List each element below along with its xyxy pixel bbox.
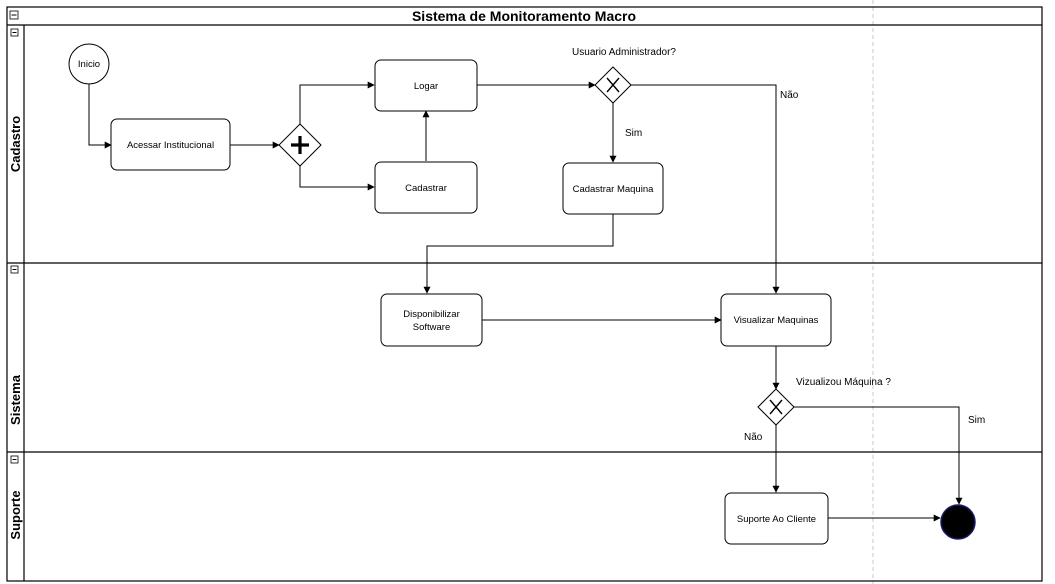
lane-label-suporte: Suporte — [8, 490, 23, 539]
task-suporte-cliente[interactable]: Suporte Ao Cliente — [724, 492, 829, 545]
lane-sistema-collapse-icon[interactable] — [10, 265, 19, 274]
plus-icon — [291, 136, 309, 154]
edge-label-admin-sim: Sim — [625, 128, 642, 139]
lane-label-sistema: Sistema — [8, 374, 23, 425]
edge-inicio-acessar[interactable] — [88, 84, 112, 149]
task-cadastrar-maquina[interactable]: Cadastrar Maquina — [562, 162, 664, 215]
gateway-vizualizou-question: Vizualizou Máquina ? — [796, 377, 891, 388]
task-cadastrar[interactable]: Cadastrar — [374, 161, 478, 214]
edge-label-viz-sim: Sim — [968, 415, 985, 426]
lane-suporte-collapse-icon[interactable] — [10, 455, 19, 464]
task-logar[interactable]: Logar — [374, 59, 478, 112]
task-cadastrar-label: Cadastrar — [405, 183, 447, 194]
task-visualizar-maquinas[interactable]: Visualizar Maquinas — [720, 293, 832, 347]
exclusive-gateway-admin[interactable] — [594, 66, 632, 104]
task-disponibilizar-software[interactable]: Disponibilizar Software — [380, 293, 483, 347]
gateway-admin-question: Usuario Administrador? — [572, 47, 676, 58]
start-event[interactable]: Inicio — [68, 43, 110, 85]
edge-gateway-cadastrar[interactable] — [299, 166, 375, 191]
x-icon — [769, 399, 783, 415]
task-visualizar-label: Visualizar Maquinas — [734, 315, 819, 326]
lane-label-cadastro: Cadastro — [8, 116, 23, 172]
edge-viz-sim[interactable] — [794, 406, 963, 505]
parallel-gateway[interactable] — [278, 123, 322, 167]
task-disponibilizar-label-2: Software — [413, 322, 451, 333]
edge-admin-nao[interactable] — [631, 84, 780, 294]
pool-title: Sistema de Monitoramento Macro — [412, 8, 636, 24]
x-icon — [606, 77, 620, 93]
edge-label-admin-nao: Não — [780, 90, 799, 101]
edge-label-viz-nao: Não — [744, 432, 763, 443]
task-suporte-label: Suporte Ao Cliente — [737, 514, 816, 525]
edge-cadmaquina-disponibilizar[interactable] — [423, 214, 614, 294]
task-disponibilizar-label-1: Disponibilizar — [403, 309, 460, 320]
task-logar-label: Logar — [414, 81, 438, 92]
pool-frame — [6, 6, 1043, 582]
task-acessar-label: Acessar Institucional — [127, 140, 214, 151]
lane-cadastro-collapse-icon[interactable] — [10, 28, 19, 37]
exclusive-gateway-vizualizou[interactable] — [757, 388, 795, 426]
start-event-label: Inicio — [78, 59, 100, 70]
pool-collapse-icon[interactable] — [9, 10, 19, 20]
task-cadastrar-maquina-label: Cadastrar Maquina — [573, 184, 655, 195]
task-acessar-institucional[interactable]: Acessar Institucional — [110, 118, 231, 171]
edge-gateway-logar[interactable] — [299, 81, 375, 124]
end-event[interactable] — [940, 504, 976, 540]
